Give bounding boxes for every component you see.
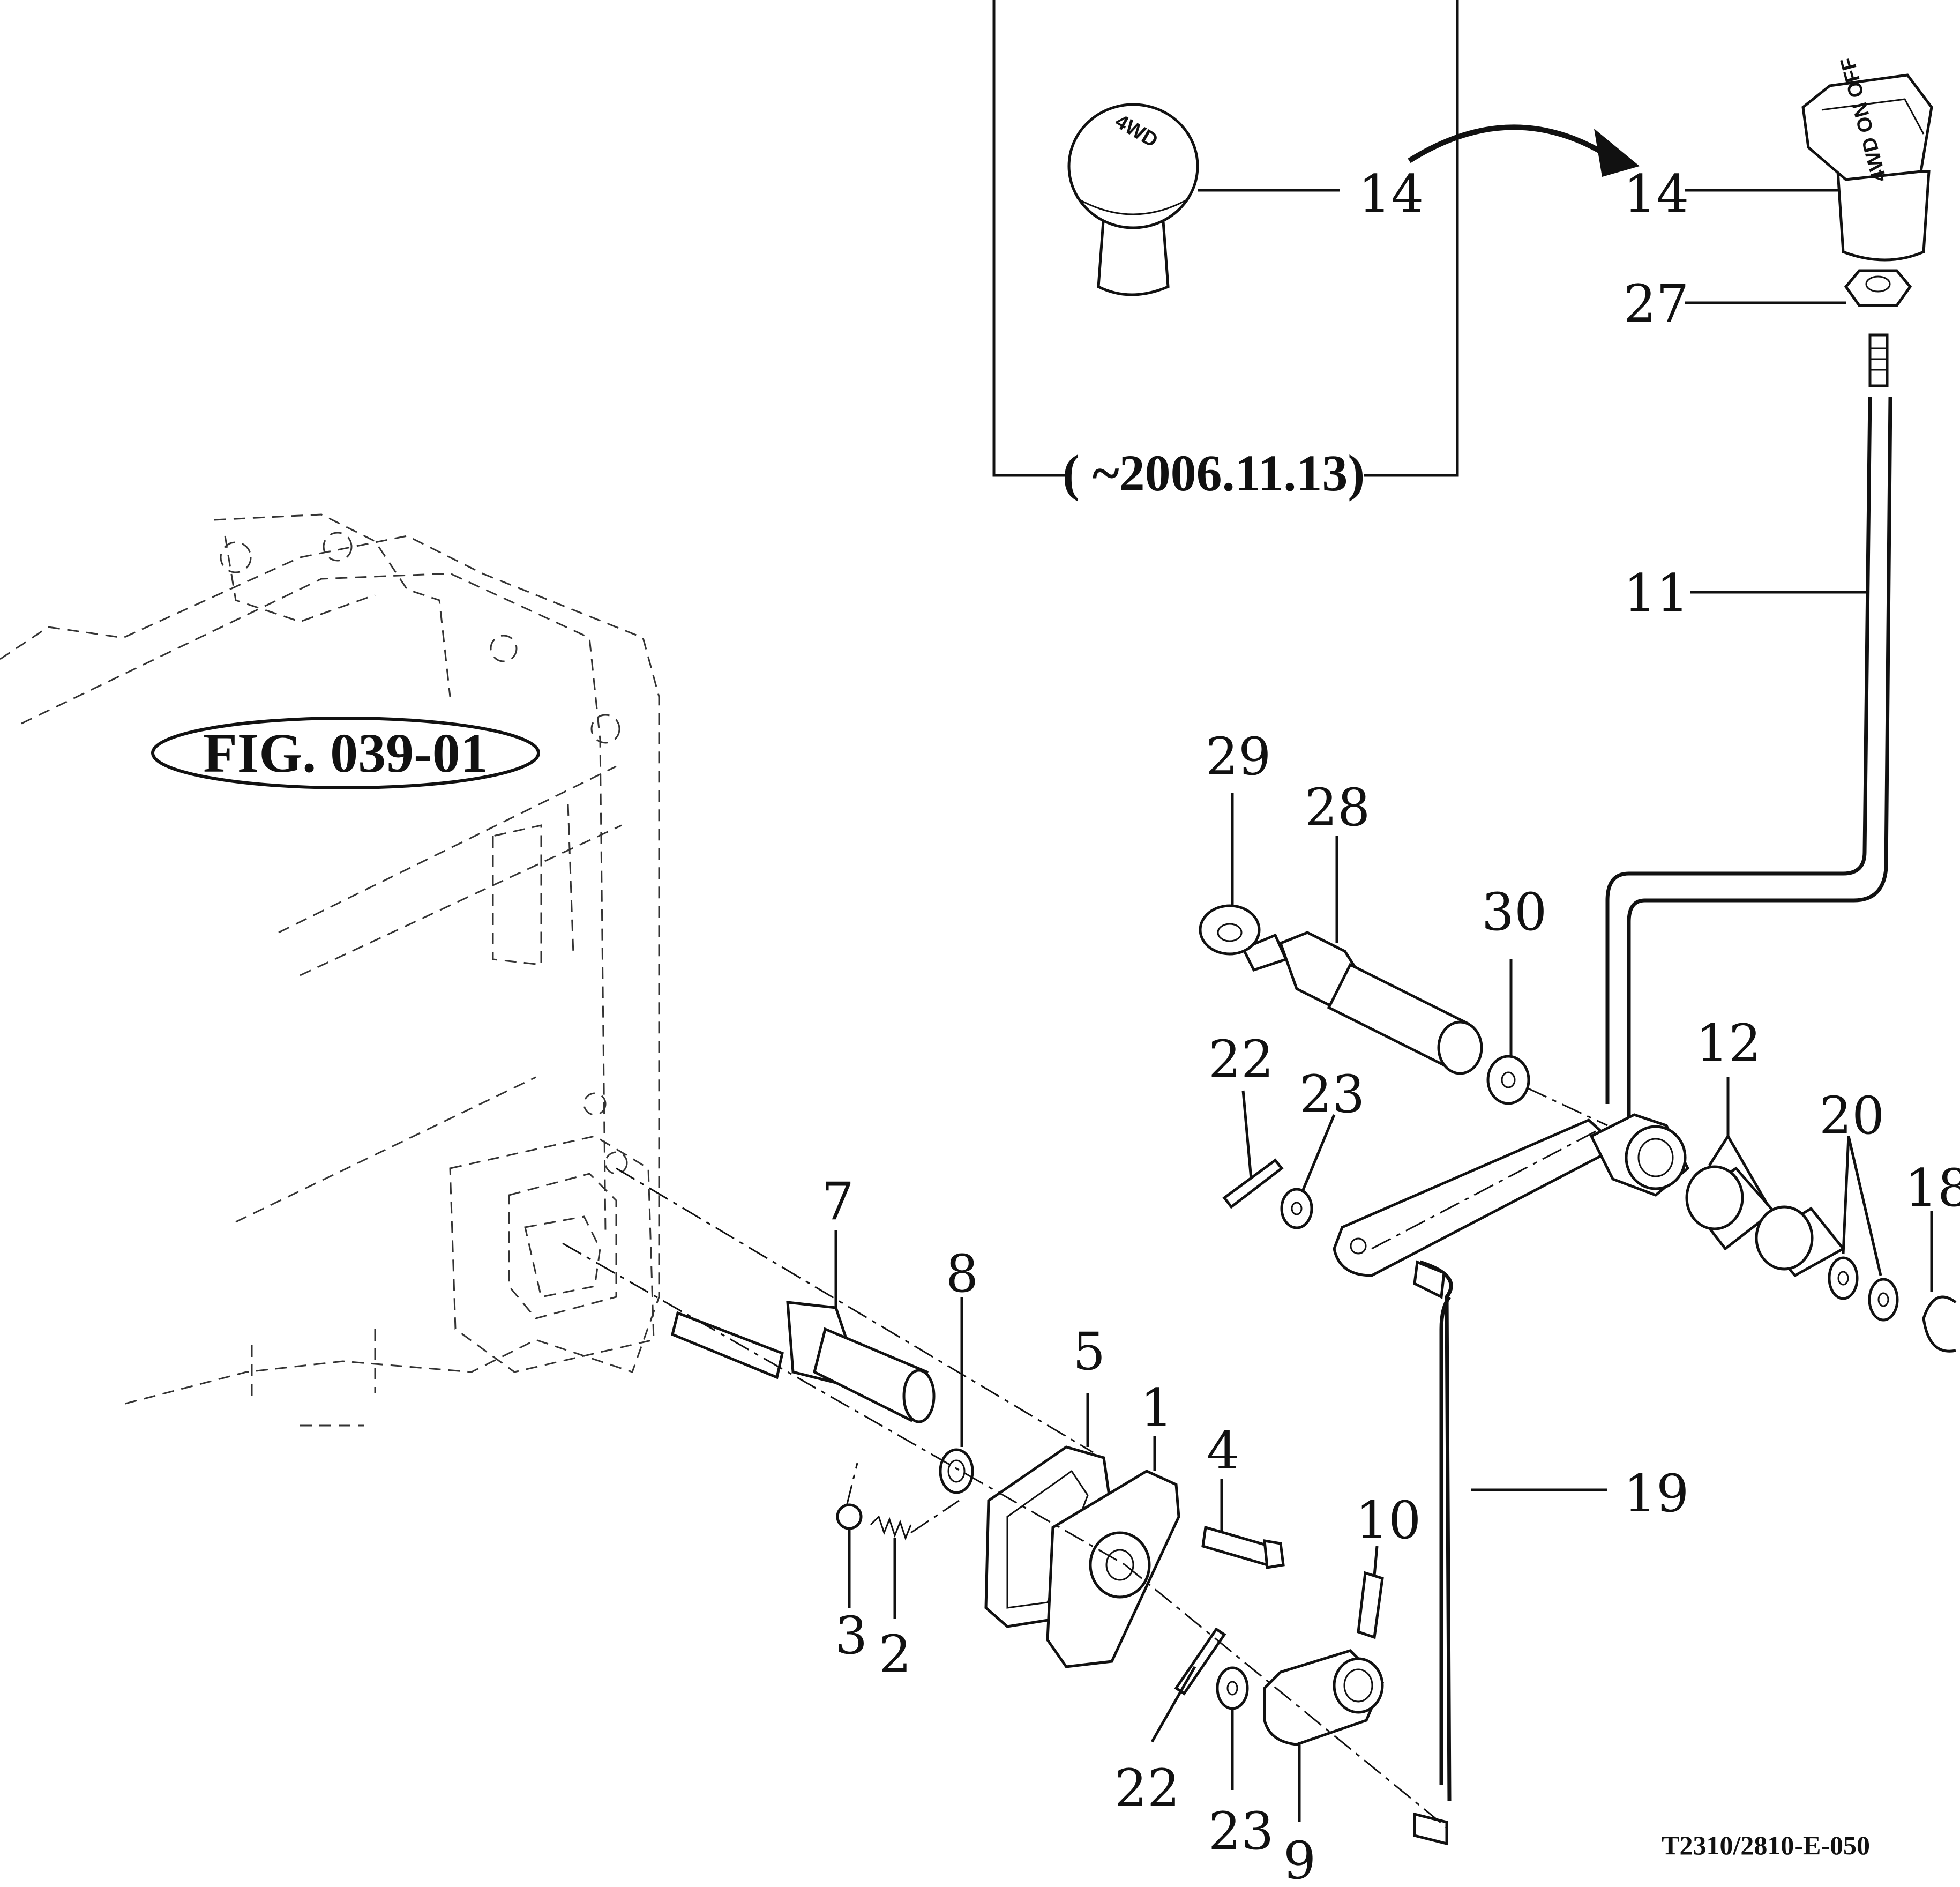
callouts: 14 14 27 11 29 28 30 22 23 12 20 18 7 8 … [821,164,1960,1887]
cover-plate [1046,1470,1180,1668]
callout-14-inset: 14 [1358,164,1424,224]
callout-18: 18 [1905,1158,1960,1218]
detent-ball [836,1503,863,1530]
callout-3: 3 [835,1606,867,1666]
shift-shaft [671,1301,936,1423]
oil-seal [939,1448,974,1494]
knob-4wd-old: 4WD [1067,103,1199,296]
hex-nut [1844,269,1912,307]
callout-29: 29 [1206,727,1271,787]
lever-9 [1263,1649,1384,1746]
pivot-bolt [1241,931,1483,1075]
callout-9: 9 [1283,1831,1316,1887]
assembly-centerlines [562,1087,1608,1829]
knob-4wd-new: 4WD ON OFF [1801,55,1933,262]
callout-1: 1 [1140,1378,1173,1438]
callout-14: 14 [1624,164,1689,224]
washer-23-upper [1280,1188,1313,1229]
callout-12: 12 [1696,1013,1761,1073]
replacement-arrow [1408,124,1640,177]
transmission-housing-outline [0,513,660,1427]
callout-22-upper: 22 [1208,1030,1274,1090]
callout-23-upper: 23 [1299,1064,1365,1124]
callout-2: 2 [879,1624,911,1684]
leader-lines [834,189,1933,1822]
circlip [1922,1295,1957,1353]
washer-30 [1486,1055,1530,1105]
callout-8: 8 [946,1244,978,1304]
spring-pin [1357,1571,1384,1639]
lever-rod [1605,333,1892,1120]
washers-20 [1828,1256,1899,1322]
callout-7: 7 [821,1172,854,1232]
callout-28: 28 [1305,778,1370,838]
washer-29 [1199,904,1261,956]
callout-20: 20 [1819,1086,1884,1146]
cotter-pin-upper [1222,1158,1284,1209]
callout-30: 30 [1482,882,1547,942]
figure-reference-label: FIG. 039-01 [203,722,488,784]
callout-22-lower: 22 [1114,1758,1180,1818]
callout-11: 11 [1624,563,1689,623]
callout-23-lower: 23 [1208,1801,1274,1861]
callout-27: 27 [1624,274,1689,334]
lever-arm [1333,1113,1690,1277]
figure-reference-badge[interactable]: FIG. 039-01 [151,717,540,789]
bolt-4 [1201,1525,1285,1569]
bushings [1685,1165,1845,1278]
drawing-code: T2310/2810-E-050 [1662,1830,1870,1860]
inset-box-earlier-knob: 4WD [992,0,1459,477]
callout-19: 19 [1624,1464,1689,1524]
link-rod [1413,1260,1453,1846]
inset-date-label: ( ~2006.11.13) [1063,444,1365,502]
detent-spring [870,1515,912,1541]
callout-4: 4 [1207,1421,1239,1481]
callout-10: 10 [1356,1490,1421,1550]
callout-5: 5 [1073,1322,1105,1382]
washer-23-lower [1216,1666,1249,1710]
